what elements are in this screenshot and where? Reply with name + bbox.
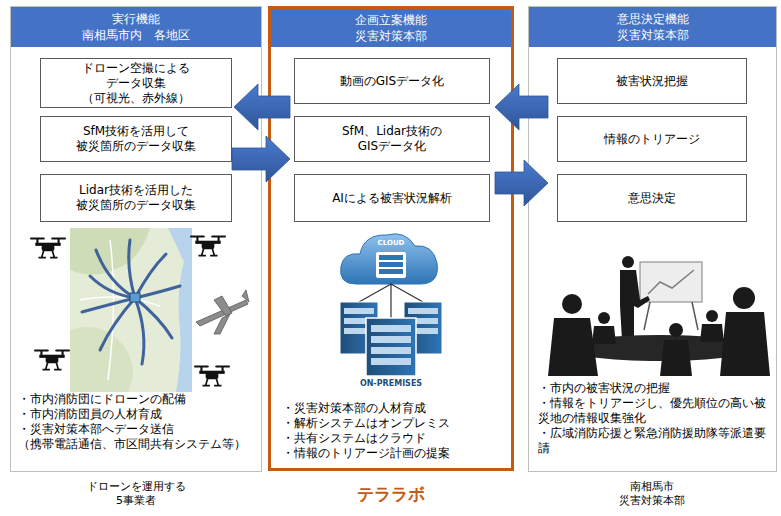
box-text: 情報のトリアージ [558, 132, 746, 147]
column-heading: 企画立案機能 災害対策本部 [271, 12, 511, 44]
header-band: 実行機能 南相馬市内 各地区 [11, 7, 261, 47]
column-heading: 意思決定機能 災害対策本部 [529, 11, 776, 43]
organization-name: テララボ [321, 484, 461, 504]
box-text: SfM、Lidar技術の GISデータ化 [295, 124, 489, 154]
process-box: 動画のGISデータ化 [294, 58, 490, 104]
box-text: Lidar技術を活用した 被災箇所のデータ収集 [41, 183, 231, 213]
bullet-item: ・市内消防団にドローンの配備 [18, 392, 258, 407]
bullet-list: ・市内の被害状況の把握・情報をトリアージし、優先順位の高い被災地の情報収集強化・… [538, 380, 772, 455]
bullet-item: ・解析システムはオンプレミス [282, 416, 510, 431]
bullet-item: ・災害対策本部の人材育成 [282, 401, 510, 416]
bullet-item: ・情報をトリアージし、優先順位の高い被災地の情報収集強化 [538, 395, 772, 425]
box-text: SfM技術を活用して 被災箇所のデータ収集 [41, 124, 231, 154]
bullet-item: ・災害対策本部へデータ送信 （携帯電話通信、市区間共有システム等） [18, 422, 258, 452]
box-text: 動画のGISデータ化 [295, 74, 489, 89]
process-box: AIによる被害状況解析 [294, 174, 490, 222]
column-caption: 南相馬市 災害対策本部 [552, 480, 752, 508]
bullet-item: ・市内の被害状況の把握 [538, 380, 772, 395]
bullet-item: ・情報のトリアージ計画の提案 [282, 446, 510, 461]
process-box: 情報のトリアージ [557, 116, 747, 162]
header-band: 意思決定機能 災害対策本部 [529, 7, 776, 47]
box-text: ドローン空撮による データ収集 （可視光、赤外線） [41, 61, 231, 106]
process-box: 被害状況把握 [557, 58, 747, 104]
bullet-item: ・市内消防団員の人材育成 [18, 407, 258, 422]
icon-label: ON-PREMISES [346, 379, 436, 388]
process-box: ドローン空撮による データ収集 （可視光、赤外線） [40, 58, 232, 108]
box-text: 意思決定 [558, 191, 746, 206]
box-text: AIによる被害状況解析 [295, 191, 489, 206]
function-column: 意思決定機能 災害対策本部・市内の被害状況の把握・情報をトリアージし、優先順位の… [528, 6, 777, 472]
process-box: Lidar技術を活用した 被災箇所のデータ収集 [40, 174, 232, 222]
box-text: 被害状況把握 [558, 74, 746, 89]
process-box: 意思決定 [557, 174, 747, 222]
process-box: SfM技術を活用して 被災箇所のデータ収集 [40, 116, 232, 162]
column-heading: 実行機能 南相馬市内 各地区 [11, 11, 261, 43]
column-caption: ドローンを運用する 5事業者 [36, 480, 236, 508]
bullet-list: ・市内消防団にドローンの配備・市内消防団員の人材育成・災害対策本部へデータ送信 … [18, 392, 258, 452]
bullet-item: ・広域消防応援と緊急消防援助隊等派遣要請 [538, 425, 772, 455]
process-box: SfM、Lidar技術の GISデータ化 [294, 116, 490, 162]
bullet-item: ・共有システムはクラウド [282, 431, 510, 446]
header-band: 企画立案機能 災害対策本部 [271, 9, 511, 47]
bullet-list: ・災害対策本部の人材育成・解析システムはオンプレミス・共有システムはクラウド・情… [282, 401, 510, 461]
icon-label: CLOUD [361, 239, 421, 247]
